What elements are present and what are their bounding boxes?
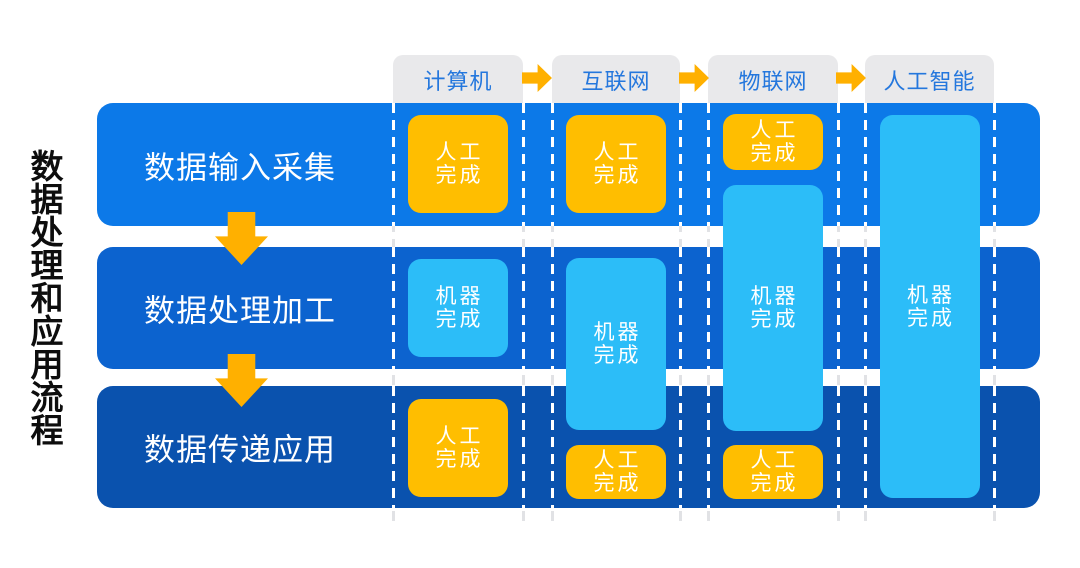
- cell-label-line: 机器: [593, 320, 642, 344]
- cell-label-line: 完成: [593, 471, 642, 495]
- cell-internet-r1: 人工完成: [566, 115, 666, 213]
- column-dashed-line: [392, 386, 395, 508]
- cell-label-line: 完成: [435, 307, 484, 331]
- cell-internet-r3_small: 人工完成: [566, 445, 666, 499]
- column-dashed-line: [993, 386, 996, 508]
- diagram-title: 数据处理和应用流程: [25, 149, 64, 446]
- cell-label-line: 人工: [750, 448, 799, 472]
- column-dashed-line: [679, 386, 682, 508]
- cell-label-line: 人工: [593, 448, 642, 472]
- cell-iot-r1_r3: 机器完成: [723, 185, 823, 431]
- cell-label-line: 完成: [907, 305, 955, 330]
- row-label: 数据输入采集: [144, 150, 336, 186]
- column-dashed-line: [679, 247, 682, 369]
- cell-label-line: 完成: [593, 163, 642, 187]
- column-dashed-line: [707, 386, 710, 508]
- column-dashed-line: [864, 247, 867, 369]
- row-label: 数据传递应用: [144, 432, 336, 469]
- column-dashed-line: [392, 247, 395, 369]
- cell-label-line: 完成: [750, 471, 799, 495]
- row-label: 数据处理加工: [144, 293, 336, 330]
- tab-internet: 互联网: [552, 55, 680, 104]
- cell-label-line: 机器: [907, 282, 955, 307]
- column-dashed-line: [707, 247, 710, 369]
- cell-label-line: 完成: [435, 447, 484, 471]
- cell-label-line: 完成: [750, 307, 799, 331]
- cell-label-line: 人工: [750, 118, 799, 142]
- column-dashed-line: [522, 247, 525, 369]
- column-dashed-line: [551, 386, 554, 508]
- cell-label-line: 完成: [435, 163, 484, 187]
- cell-label-line: 人工: [593, 140, 642, 164]
- column-dashed-line: [522, 386, 525, 508]
- column-dashed-line: [392, 103, 395, 226]
- column-dashed-line: [551, 247, 554, 369]
- tab-ai: 人工智能: [865, 55, 994, 104]
- column-dashed-line: [864, 103, 867, 226]
- column-dashed-line: [707, 103, 710, 226]
- right-arrow-icon: [679, 64, 709, 92]
- cell-label-line: 机器: [750, 284, 799, 308]
- tab-label: 计算机: [423, 69, 493, 95]
- cell-iot-r3_small: 人工完成: [723, 445, 823, 499]
- cell-label-line: 完成: [593, 343, 642, 367]
- cell-label-line: 完成: [750, 141, 799, 165]
- cell-computer-r3: 人工完成: [408, 399, 508, 497]
- column-dashed-line: [993, 103, 996, 226]
- column-dashed-line: [864, 386, 867, 508]
- column-dashed-line: [522, 103, 525, 226]
- cell-computer-r2: 机器完成: [408, 259, 508, 357]
- column-dashed-line: [837, 247, 840, 369]
- column-dashed-line: [679, 103, 682, 226]
- cell-internet-r2_r3: 机器完成: [566, 258, 666, 430]
- cell-label-line: 人工: [435, 424, 484, 448]
- cell-ai-full: 机器完成: [879, 115, 980, 498]
- tab-label: 人工智能: [883, 69, 976, 95]
- tab-iot: 物联网: [708, 55, 838, 104]
- tab-label: 物联网: [738, 69, 808, 95]
- cell-computer-r1: 人工完成: [408, 115, 508, 213]
- cell-label-line: 人工: [435, 140, 484, 164]
- right-arrow-icon: [836, 64, 866, 92]
- column-dashed-line: [837, 103, 840, 226]
- column-dashed-line: [837, 386, 840, 508]
- right-arrow-icon: [522, 64, 552, 92]
- column-dashed-line: [993, 247, 996, 369]
- tab-label: 互联网: [581, 69, 651, 95]
- cell-iot-r1_small: 人工完成: [723, 114, 823, 170]
- cell-label-line: 机器: [435, 284, 484, 308]
- tab-computer: 计算机: [393, 55, 523, 104]
- column-dashed-line: [551, 103, 554, 226]
